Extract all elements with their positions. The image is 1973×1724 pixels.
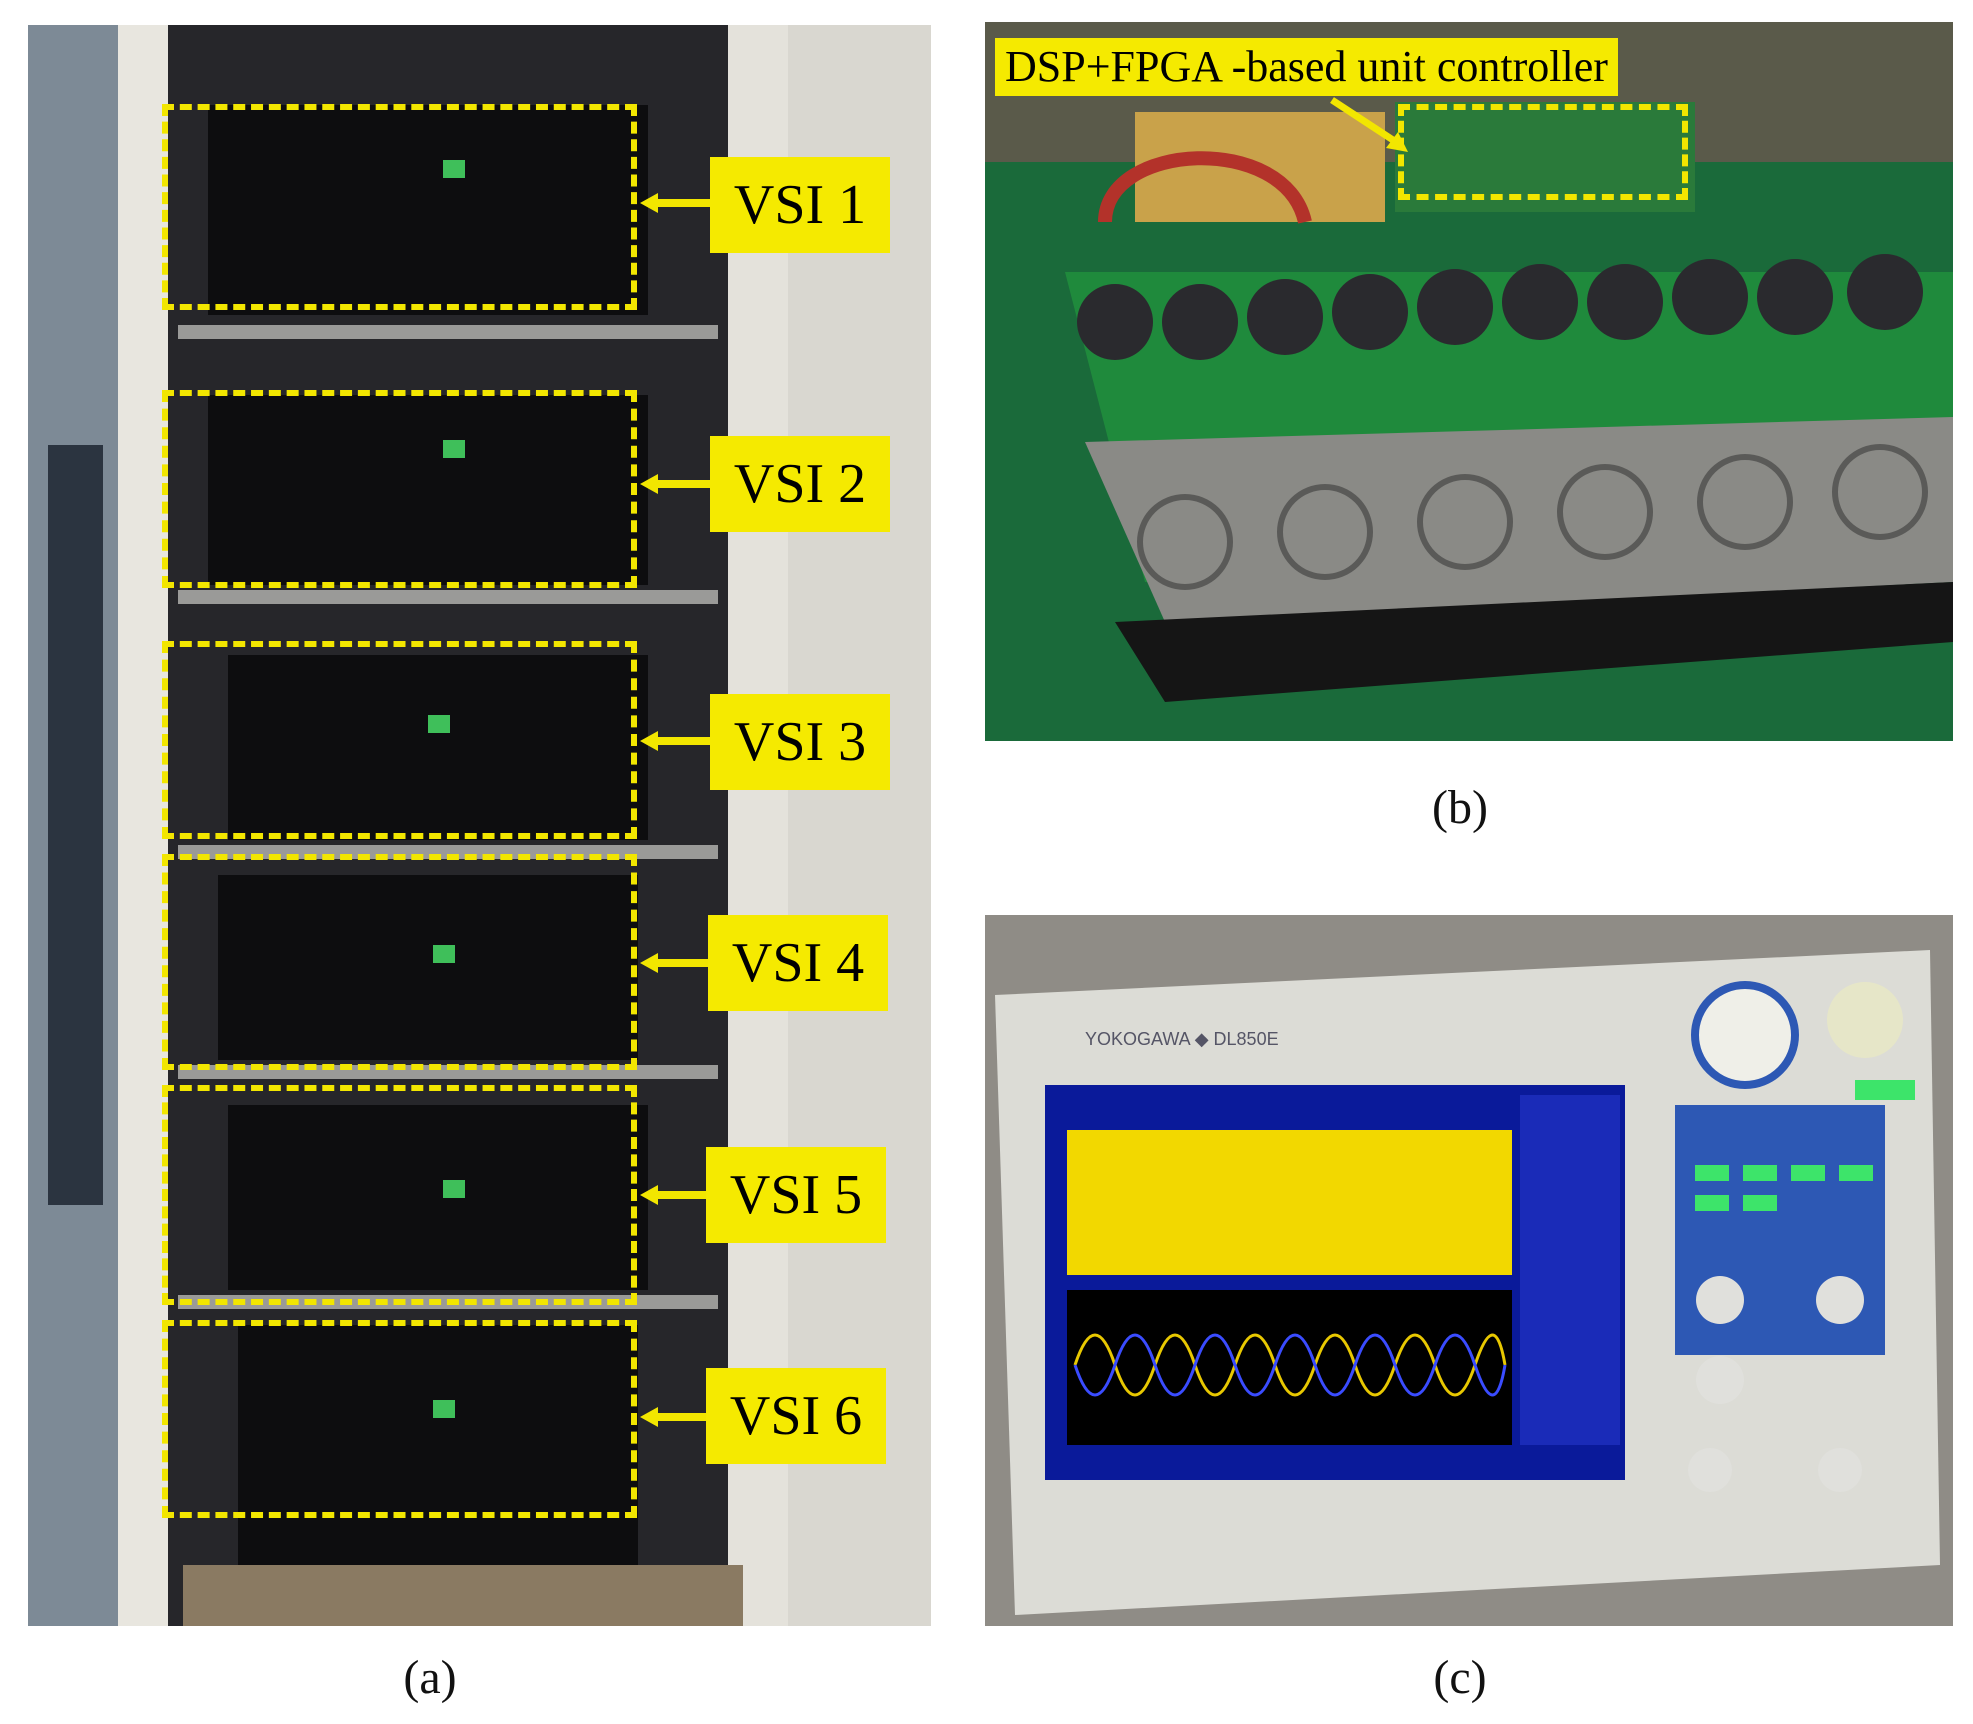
vsi-5-label: VSI 5 (706, 1147, 886, 1243)
vsi-3-label: VSI 3 (710, 694, 890, 790)
vsi-5-arrow-icon (640, 1185, 712, 1205)
vsi-1-arrow-icon (640, 193, 712, 213)
vsi-6-label: VSI 6 (706, 1368, 886, 1464)
vsi-2-arrow-icon (640, 474, 712, 494)
caption-c: (c) (1433, 1651, 1487, 1704)
oscilloscope-brand-text: YOKOGAWA ◆ DL850E (1085, 1029, 1279, 1049)
controller-arrow-icon (1330, 97, 1408, 152)
caption-a: (a) (403, 1651, 457, 1704)
vsi-1-box (162, 104, 637, 310)
vsi-4-label: VSI 4 (708, 915, 888, 1011)
vsi-1-label: VSI 1 (710, 157, 890, 253)
oscilloscope-photo: YOKOGAWA ◆ DL850E (985, 915, 1953, 1626)
vsi-3-arrow-icon (640, 731, 712, 751)
inverter-board-photo (985, 22, 1953, 741)
vsi-2-label: VSI 2 (710, 436, 890, 532)
caption-b: (b) (1432, 781, 1488, 834)
vsi-6-arrow-icon (640, 1407, 712, 1427)
vsi-6-box (162, 1320, 637, 1518)
controller-box (1398, 104, 1688, 200)
vsi-2-box (162, 390, 637, 588)
controller-label: DSP+FPGA -based unit controller (995, 38, 1618, 96)
vsi-3-box (162, 641, 637, 839)
vsi-5-box (162, 1085, 637, 1305)
vsi-4-box (162, 854, 637, 1070)
vsi-4-arrow-icon (640, 953, 712, 973)
